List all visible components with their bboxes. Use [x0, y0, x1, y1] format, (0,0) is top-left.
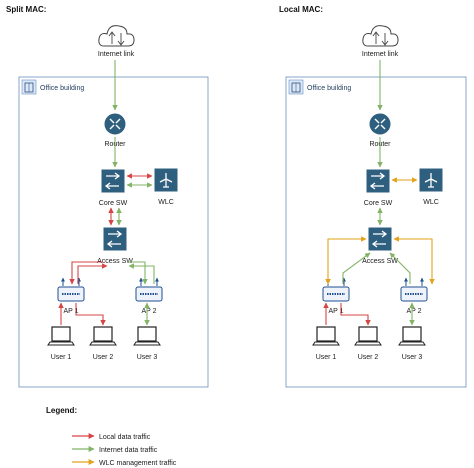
access-switch-label: Access SW: [362, 258, 398, 265]
wlc-icon: [418, 167, 444, 193]
access-switch-label: Access SW: [97, 258, 133, 265]
user3-laptop-icon: [133, 326, 161, 346]
core-switch-label: Core SW: [99, 200, 128, 207]
wlc-label: WLC: [423, 199, 439, 206]
building-icon: [21, 79, 37, 95]
local-traffic-line: [340, 303, 371, 326]
router-icon: [368, 112, 392, 136]
user1-label: User 1: [51, 354, 72, 361]
local-traffic-line: [77, 263, 108, 284]
internet-label: Internet link: [98, 51, 135, 58]
ap1-icon: [322, 277, 350, 302]
local-traffic-line: [75, 303, 106, 326]
user2-laptop-icon: [354, 326, 382, 346]
user1-laptop-icon: [47, 326, 75, 346]
user3-laptop-icon: [398, 326, 426, 346]
panel-local-mac: Local MAC: Office building Internet link…: [279, 5, 467, 388]
user1-label: User 1: [316, 354, 337, 361]
ap2-label: AP 2: [406, 308, 421, 315]
internet-cloud-icon: [362, 25, 399, 47]
building-icon: [288, 79, 304, 95]
building-frame: [285, 76, 467, 388]
core-switch-icon: [365, 168, 391, 194]
building-label: Office building: [307, 85, 351, 92]
wlc-icon: [153, 167, 179, 193]
internet-traffic-line: [128, 263, 155, 284]
ap2-icon: [135, 277, 163, 302]
local-traffic-line: [69, 261, 103, 285]
user3-label: User 3: [402, 354, 423, 361]
panel-split-mac: Split MAC: Office building Internet link…: [6, 5, 209, 388]
building-frame: [18, 76, 209, 388]
ap2-icon: [400, 277, 428, 302]
user1-laptop-icon: [312, 326, 340, 346]
management-traffic-line: [393, 236, 435, 285]
legend-label: WLC management traffic: [99, 460, 177, 467]
internet-cloud-icon: [98, 25, 135, 47]
panel-title: Split MAC:: [6, 5, 46, 14]
user2-label: User 2: [358, 354, 379, 361]
ap2-label: AP 2: [141, 308, 156, 315]
legend-label: Local data traffic: [99, 434, 151, 441]
user2-label: User 2: [93, 354, 114, 361]
ap1-label: AP 1: [328, 308, 343, 315]
management-traffic-line: [325, 236, 367, 285]
legend-label: Internet data traffic: [99, 447, 158, 454]
router-icon: [103, 112, 127, 136]
ap1-icon: [57, 277, 85, 302]
internet-traffic-line: [127, 261, 148, 285]
core-switch-label: Core SW: [364, 200, 393, 207]
ap1-label: AP 1: [63, 308, 78, 315]
panel-title: Local MAC:: [279, 5, 323, 14]
building-label: Office building: [40, 85, 84, 92]
legend-title: Legend:: [46, 406, 77, 415]
legend: Legend: Local data traffic Internet data…: [46, 406, 177, 467]
access-switch-icon: [367, 226, 393, 252]
access-switch-icon: [102, 226, 128, 252]
internet-traffic-line: [342, 252, 371, 284]
internet-traffic-line: [389, 252, 411, 284]
internet-label: Internet link: [362, 51, 399, 58]
user3-label: User 3: [137, 354, 158, 361]
user2-laptop-icon: [89, 326, 117, 346]
wlc-label: WLC: [158, 199, 174, 206]
core-switch-icon: [100, 168, 126, 194]
